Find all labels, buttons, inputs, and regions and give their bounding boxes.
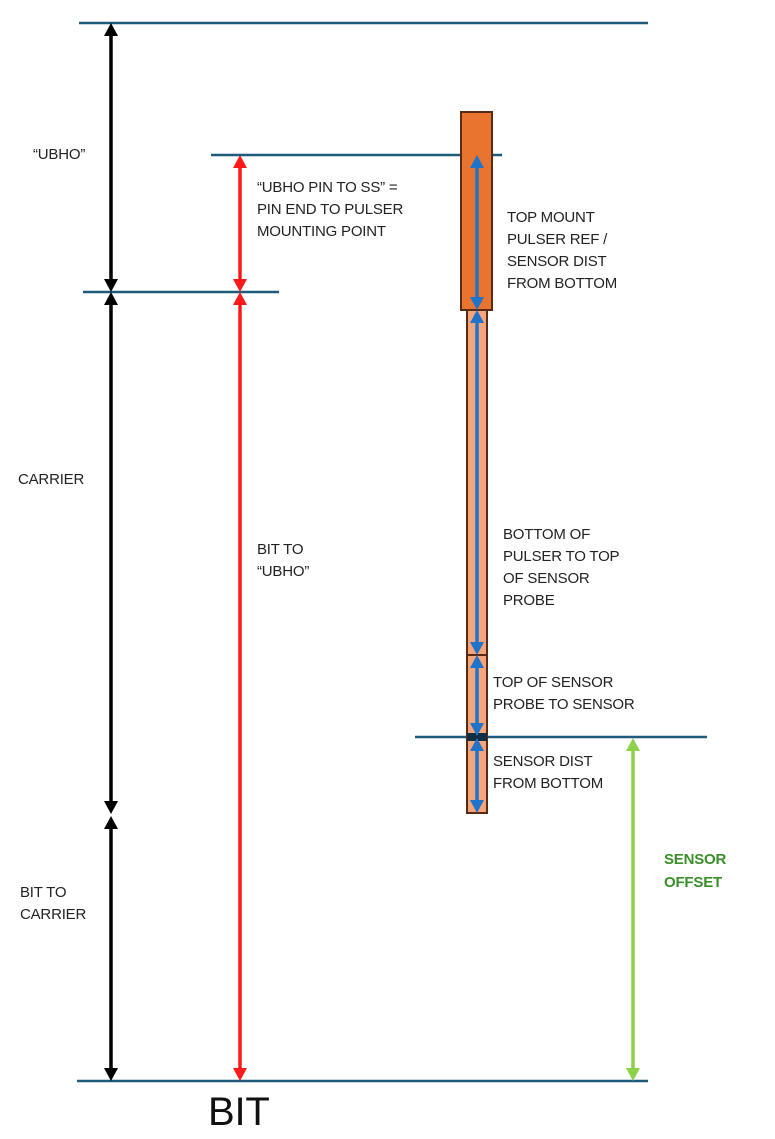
label-sensor-dist-from-bottom: SENSOR DIST FROM BOTTOM [493, 753, 604, 792]
dimension-arrow-sensor-offset [626, 738, 640, 1081]
label-bit-to-ubho: BIT TO “UBHO” [257, 541, 310, 580]
label-top-mount-pulser: TOP MOUNT PULSER REF / SENSOR DIST FROM … [507, 209, 618, 292]
label-carrier: CARRIER [18, 471, 85, 488]
dimension-arrow-top-mount-pulser [470, 155, 484, 310]
arrow-head-down-icon [233, 1068, 247, 1081]
dimension-arrow-ubho-pin-to-ss [233, 155, 247, 292]
dimension-arrow-sensor-dist-from-bottom [470, 738, 484, 813]
label-ubho-pin-to-ss: “UBHO PIN TO SS” = PIN END TO PULSER MOU… [257, 179, 404, 240]
arrow-head-down-icon [470, 297, 484, 310]
label-bottom-of-pulser: BOTTOM OF PULSER TO TOP OF SENSOR PROBE [503, 526, 620, 609]
arrow-head-down-icon [470, 800, 484, 813]
dimension-arrow-carrier [104, 292, 118, 814]
arrow-head-down-icon [104, 279, 118, 292]
arrow-head-up-icon [470, 155, 484, 168]
dimension-arrow-bit-to-ubho [233, 292, 247, 1081]
arrow-head-up-icon [233, 292, 247, 305]
arrow-head-up-icon [104, 292, 118, 305]
arrow-head-up-icon [233, 155, 247, 168]
arrow-head-up-icon [104, 816, 118, 829]
arrow-head-down-icon [470, 723, 484, 736]
label-bit-to-carrier: BIT TO CARRIER [20, 884, 87, 923]
arrow-head-down-icon [470, 642, 484, 655]
arrow-head-down-icon [626, 1068, 640, 1081]
arrow-head-down-icon [104, 801, 118, 814]
label-ubho: “UBHO” [33, 146, 86, 163]
arrow-head-up-icon [470, 738, 484, 751]
arrow-head-up-icon [626, 738, 640, 751]
arrow-head-up-icon [470, 310, 484, 323]
arrow-head-up-icon [470, 655, 484, 668]
arrow-head-up-icon [104, 23, 118, 36]
dimension-arrow-bottom-of-pulser [470, 310, 484, 655]
arrow-head-down-icon [104, 1068, 118, 1081]
label-bit: BIT [208, 1090, 270, 1134]
dimension-arrow-bit-to-carrier [104, 816, 118, 1081]
arrow-head-down-icon [233, 279, 247, 292]
label-top-of-sensor-probe: TOP OF SENSOR PROBE TO SENSOR [493, 674, 635, 713]
dimension-arrow-top-of-sensor-probe [470, 655, 484, 736]
sensor-marker [467, 733, 487, 741]
dimension-arrow-ubho [104, 23, 118, 292]
label-sensor-offset: SENSOR OFFSET [664, 851, 727, 891]
